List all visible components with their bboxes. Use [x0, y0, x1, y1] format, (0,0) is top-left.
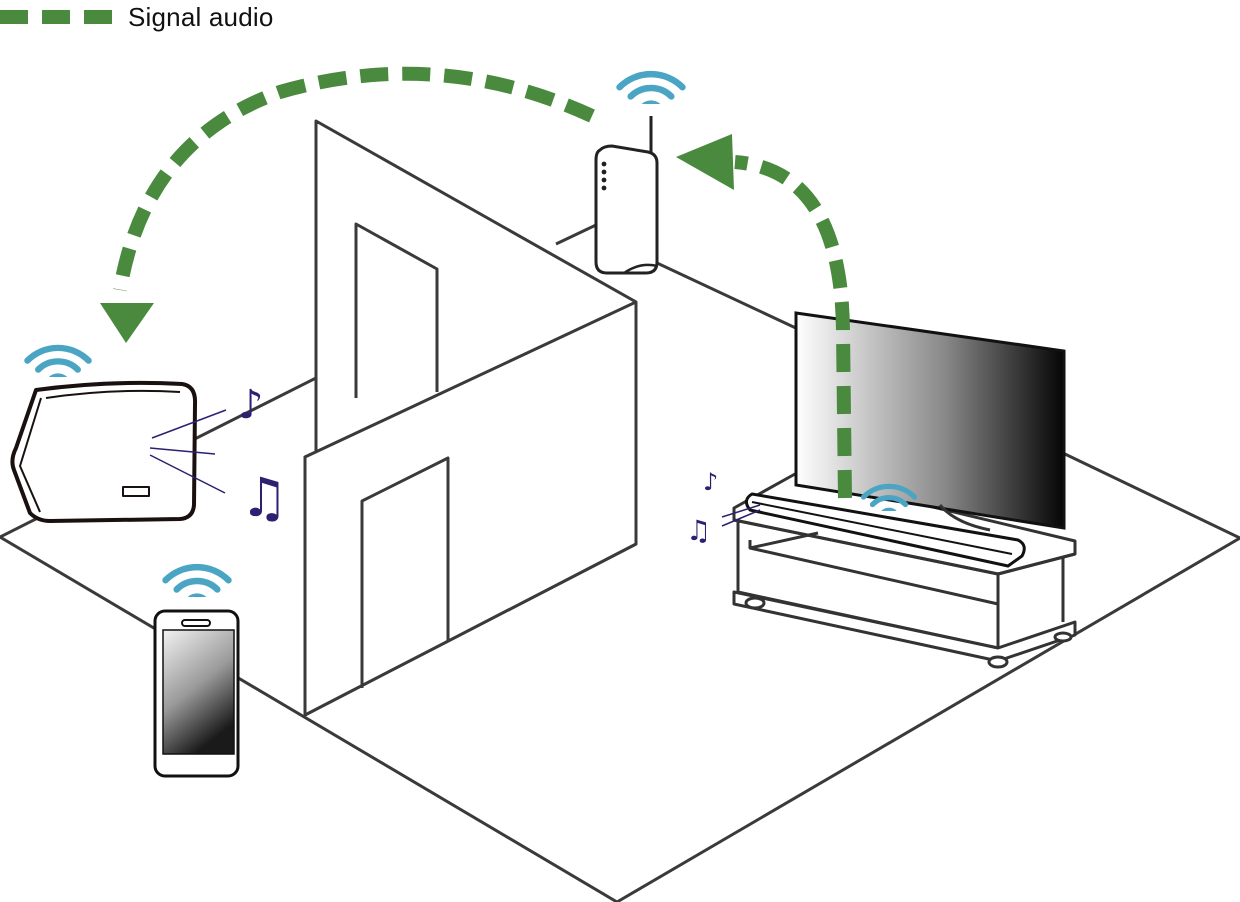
tv-screen	[794, 311, 1066, 530]
wireless-speaker	[10, 380, 198, 523]
signal-arrow-router-to-speaker	[113, 66, 595, 292]
svg-text:♪: ♪	[703, 468, 718, 496]
soundbar-sound-lines	[721, 504, 761, 527]
front-wall	[303, 300, 638, 717]
signal-audio-arrows	[113, 66, 852, 499]
signal-arrow-soundbar-to-router	[734, 155, 852, 499]
television	[794, 311, 1066, 532]
back-doorway	[354, 222, 439, 398]
music-note-icon: ♪ ♫ ♪ ♫	[238, 382, 718, 547]
svg-text:♫: ♫	[240, 466, 288, 529]
phone-screen	[162, 629, 235, 755]
svg-text:♫: ♫	[686, 514, 711, 547]
router-status-lights	[601, 161, 607, 191]
front-doorway	[360, 456, 450, 688]
router	[594, 116, 659, 275]
speaker-logo-plate	[122, 486, 150, 497]
soundbar	[745, 492, 1026, 568]
arrowhead-speaker	[100, 303, 154, 343]
smartphone	[153, 609, 240, 778]
room-walls	[303, 119, 638, 717]
legend-dashed-line	[0, 10, 124, 24]
speaker-sound-lines	[149, 409, 227, 494]
legend-label: Signal audio	[128, 1, 274, 32]
signal-arrowheads	[100, 134, 734, 343]
arrowhead-router	[676, 134, 734, 190]
svg-text:♪: ♪	[238, 382, 264, 428]
legend: Signal audio	[0, 0, 274, 34]
